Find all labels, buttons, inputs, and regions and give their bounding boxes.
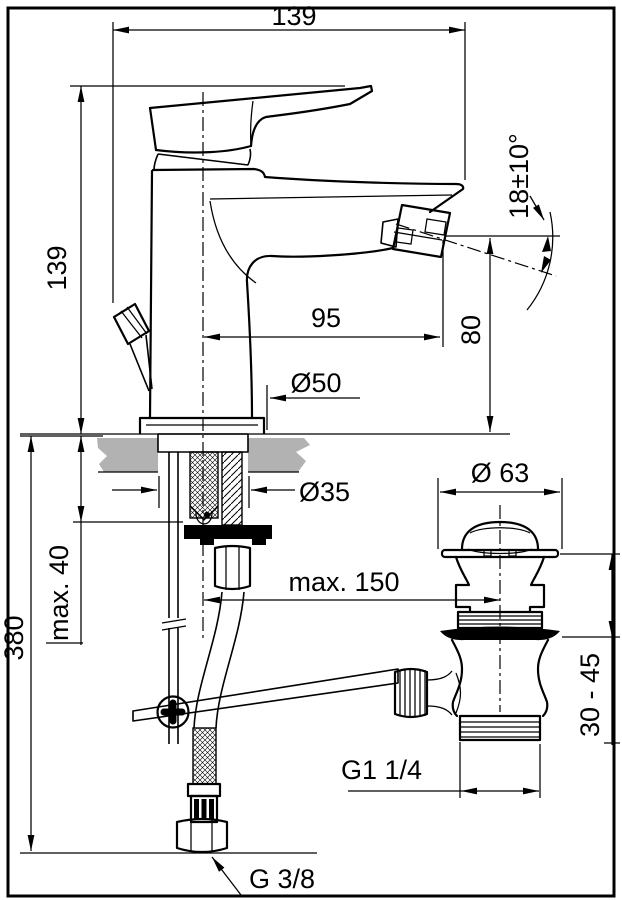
angle-leader [529, 195, 545, 221]
plug-dome-arc [469, 527, 531, 534]
spout-underside [245, 246, 395, 420]
dim-max-waste-offset: max. 150 [204, 567, 500, 604]
base-ring [138, 416, 266, 435]
flex-hose [193, 591, 245, 729]
body-top-and-spout-top [151, 167, 465, 214]
rod-joint [156, 695, 190, 729]
side-lever-ribs [120, 306, 148, 339]
core-vee [189, 505, 219, 521]
leader-arrow [211, 856, 242, 896]
dim-outlet-height: 80 [445, 235, 560, 432]
dim-label: 139 [271, 1, 316, 31]
mounting-nut-facets [225, 546, 240, 590]
handle-inner-curve [249, 100, 254, 147]
rod-break-mask [162, 618, 184, 628]
mounting-nut [213, 544, 252, 591]
dim-height-body: 139 [42, 85, 345, 434]
rod-break-marks [161, 618, 187, 631]
supply-connector-nut [175, 817, 229, 854]
spout-inner-sweep [209, 200, 257, 284]
faucet-handle [148, 84, 374, 171]
spout-inner-top-line [209, 194, 453, 200]
nut-to-body-neck [426, 670, 462, 716]
handle-outline [148, 84, 374, 148]
outlet-axis-centerline [395, 223, 557, 277]
aerator [380, 203, 452, 259]
knurled-ribs [399, 668, 426, 718]
counter-section-right [248, 438, 310, 472]
waste-assembly [393, 505, 560, 742]
dim-label: Ø 63 [471, 458, 530, 488]
mounting-washer [184, 525, 272, 539]
dim-total-depth: 380 [0, 436, 317, 854]
countertop-section [20, 433, 510, 473]
collar-slot-3 [209, 799, 214, 820]
dim-label: Ø50 [290, 368, 341, 398]
dim-clamp-range: 30 - 45 [560, 553, 620, 745]
outlet-thread-lines [460, 721, 540, 738]
angle-arc [526, 211, 554, 311]
rod-joint-cross-icon [160, 699, 186, 725]
under-counter-assembly [157, 433, 272, 591]
dim-label: 18±10° [504, 133, 534, 219]
dim-label: 139 [42, 245, 72, 290]
dim-label: G1 1/4 [341, 755, 422, 785]
aerator-detail-2 [395, 227, 414, 245]
dim-label: 380 [0, 615, 29, 660]
aerator-block [391, 203, 452, 259]
dim-label: Ø35 [299, 477, 350, 507]
dim-hole-diameter: Ø35 [112, 476, 350, 508]
washer-tab-left [200, 539, 214, 545]
dim-supply-thread: G 3/8 [211, 856, 315, 896]
dim-label: max. 40 [44, 545, 74, 641]
side-lever-stem [129, 334, 153, 392]
pull-rod [168, 452, 179, 744]
dim-spout-reach: 95 [204, 240, 444, 347]
hose-loop-detail [195, 510, 213, 525]
aerator-detail-1 [424, 218, 447, 236]
hose-collar [189, 794, 219, 824]
threaded-shank-section [221, 451, 243, 526]
collar-slot-2 [201, 799, 207, 820]
dim-outlet-angle: 18±10° [504, 133, 554, 311]
drawing-frame [6, 6, 616, 898]
side-lever [112, 302, 153, 392]
popup-rod-arm [132, 668, 399, 722]
dim-waste-thread: G1 1/4 [341, 742, 541, 798]
aerator-seam [393, 231, 443, 241]
faucet [112, 84, 557, 640]
arc-arrow-up [542, 236, 551, 252]
supply-nut-facets [190, 819, 213, 852]
dim-label: G 3/8 [249, 864, 315, 894]
hose-braid [192, 727, 217, 785]
dim-label: 80 [456, 315, 486, 345]
dim-label: 30 - 45 [575, 653, 605, 737]
handle-left-edge [148, 106, 158, 152]
dim-width-top: 139 [112, 1, 466, 303]
hose-clip-dot [203, 511, 211, 519]
waste-plug-dome [460, 520, 540, 551]
handle-bottom-edge [154, 144, 253, 154]
washer-tab-right [252, 539, 266, 545]
hose-collar-flange [186, 782, 222, 798]
arc-arrow-down [541, 256, 551, 273]
popup-rod-and-hose [132, 452, 399, 854]
waste-body [450, 638, 550, 718]
dim-label: max. 150 [288, 567, 399, 597]
dim-label: 95 [311, 303, 341, 333]
waste-outlet-thread [458, 714, 542, 742]
aerator-notch [380, 218, 399, 248]
dim-waste-flange-diameter: Ø 63 [437, 458, 563, 549]
collar-slot-1 [194, 799, 199, 820]
counter-section-left [97, 438, 158, 472]
cartridge-cap-slant [157, 153, 249, 166]
dim-base-diameter: Ø50 [266, 368, 360, 430]
body-core-section [189, 451, 219, 519]
knurled-nut [393, 667, 429, 719]
